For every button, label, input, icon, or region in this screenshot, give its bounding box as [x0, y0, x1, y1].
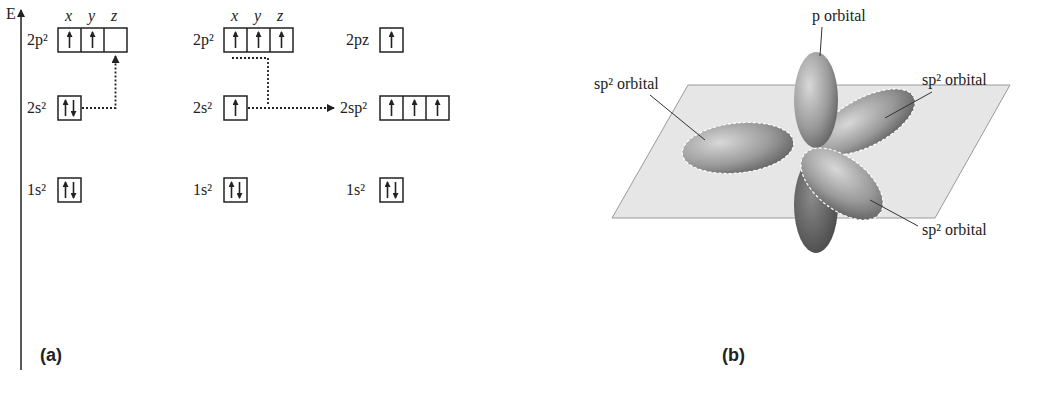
axis-header: y: [88, 6, 95, 25]
orbital-label: 1s²: [193, 180, 212, 199]
axis-header: y: [254, 6, 261, 25]
orbital-callout: sp² orbital: [922, 70, 987, 89]
orbital-label: 1s²: [27, 180, 46, 199]
panel-label: (b): [722, 345, 745, 367]
electron-arrows: [66, 32, 438, 198]
panel-label: (a): [40, 345, 62, 367]
axis-label: E: [6, 4, 16, 23]
orbital-callout: p orbital: [812, 6, 866, 25]
axis-header: x: [65, 6, 72, 25]
orbital-label: 2s²: [193, 98, 212, 117]
orbital-label: 2p²: [27, 30, 48, 49]
orbital-label: 2s²: [27, 98, 46, 117]
orbital-callout: sp² orbital: [594, 74, 659, 93]
orbital-label: 2p²: [193, 30, 214, 49]
axis-header: z: [277, 6, 283, 25]
orbital-label: 2pz: [346, 30, 369, 49]
orbital-boxes: [58, 28, 449, 202]
orbital-lobes: [680, 52, 925, 253]
energy-axis: [21, 10, 22, 370]
axis-header: z: [111, 6, 117, 25]
axis-header: x: [231, 6, 238, 25]
orbital-callout: sp² orbital: [922, 220, 987, 239]
orbital-label: 2sp²: [340, 98, 367, 117]
leader-lines: [650, 27, 932, 226]
orbital-label: 1s²: [346, 180, 365, 199]
